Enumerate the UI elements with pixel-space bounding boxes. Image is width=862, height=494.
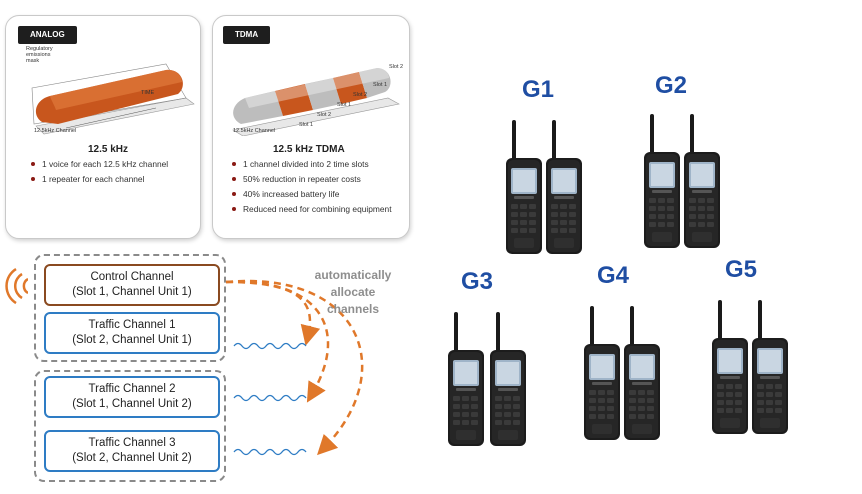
radio-g3-a xyxy=(448,312,484,446)
channel-name: Control Channel xyxy=(90,271,174,283)
radio-g1-b xyxy=(546,120,582,254)
slot-label: Slot 2 xyxy=(353,92,368,98)
mask-label: Regulatory emissions mask xyxy=(26,46,53,64)
slot-label: Slot 1 xyxy=(299,122,314,128)
tdma-channel-illustration xyxy=(232,68,400,136)
group-label-g2: G2 xyxy=(655,72,688,99)
channel-name: Traffic Channel 3 xyxy=(88,437,176,449)
slot-label: Slot 1 xyxy=(337,102,352,108)
tdma-title: 12.5 kHz TDMA xyxy=(273,144,345,155)
analog-title: 12.5 kHz xyxy=(88,144,129,155)
channel-slot: (Slot 2, Channel Unit 2) xyxy=(72,452,192,464)
group-label-g3: G3 xyxy=(461,268,494,295)
traffic-channel-3-box: Traffic Channel 3 (Slot 2, Channel Unit … xyxy=(44,430,220,472)
tdma-bullet: 1 channel divided into 2 time slots xyxy=(231,158,401,170)
analog-channel-illustration xyxy=(31,63,195,135)
allocate-arrow-2 xyxy=(225,280,330,403)
radio-g5-b xyxy=(752,300,788,434)
slot-label: Slot 2 xyxy=(317,112,332,118)
radio-g2-a xyxy=(644,114,680,248)
group-label-g5: G5 xyxy=(725,256,758,283)
channel-unit-2-group xyxy=(34,370,226,482)
tdma-channel-label: 12.5kHz Channel xyxy=(233,128,276,134)
channel-slot: (Slot 2, Channel Unit 1) xyxy=(72,334,192,346)
analog-bullet: 1 repeater for each channel xyxy=(30,173,198,185)
tdma-bullet: 40% increased battery life xyxy=(231,188,401,200)
time-label: TIME xyxy=(141,90,155,96)
channel-unit-1-group xyxy=(34,254,226,362)
analog-channel-label: 12.5kHz Channel xyxy=(34,128,77,134)
channel-name: Traffic Channel 2 xyxy=(88,383,176,395)
allocate-caption-line: automatically xyxy=(314,268,392,282)
radio-g4-a xyxy=(584,306,620,440)
signal-icon xyxy=(5,267,28,305)
traffic-channel-2-box: Traffic Channel 2 (Slot 1, Channel Unit … xyxy=(44,376,220,418)
channel-name: Traffic Channel 1 xyxy=(88,319,176,331)
radio-g1-a xyxy=(506,120,542,254)
control-channel-box: Control Channel (Slot 1, Channel Unit 1) xyxy=(44,264,220,306)
allocate-caption-line: allocate xyxy=(330,285,376,299)
traffic-channel-1-box: Traffic Channel 1 (Slot 2, Channel Unit … xyxy=(44,312,220,354)
allocate-caption: automatically allocate channels xyxy=(298,267,408,318)
signal-wave-3 xyxy=(233,448,307,456)
radio-g2-b xyxy=(684,114,720,248)
signal-wave-1 xyxy=(233,342,307,350)
tdma-bullet: Reduced need for combining equipment xyxy=(231,203,401,215)
tdma-tag: TDMA xyxy=(223,26,271,44)
slot-label: Slot 1 xyxy=(373,82,388,88)
tdma-bullets: 1 channel divided into 2 time slots 50% … xyxy=(231,158,401,218)
radio-g4-b xyxy=(624,306,660,440)
channel-slot: (Slot 1, Channel Unit 1) xyxy=(72,286,192,298)
group-label-g4: G4 xyxy=(597,262,630,289)
tdma-panel: TDMA Slot 2 Slot 1 Slot 2 Slot 1 Slot 2 … xyxy=(212,15,410,239)
allocate-caption-line: channels xyxy=(326,302,380,316)
slot-label: Slot 2 xyxy=(389,64,404,70)
tdma-bullet: 50% reduction in repeater costs xyxy=(231,173,401,185)
allocate-arrow-3 xyxy=(225,279,364,456)
analog-bullet: 1 voice for each 12.5 kHz channel xyxy=(30,158,198,170)
analog-tag: ANALOG xyxy=(18,26,77,44)
signal-wave-2 xyxy=(233,394,307,402)
channel-slot: (Slot 1, Channel Unit 2) xyxy=(72,398,192,410)
analog-bullets: 1 voice for each 12.5 kHz channel 1 repe… xyxy=(30,158,198,188)
group-label-g1: G1 xyxy=(522,76,555,103)
radio-g5-a xyxy=(712,300,748,434)
analog-panel: ANALOG Regulatory emissions mask TIME 12… xyxy=(5,15,201,239)
radio-g3-b xyxy=(490,312,526,446)
